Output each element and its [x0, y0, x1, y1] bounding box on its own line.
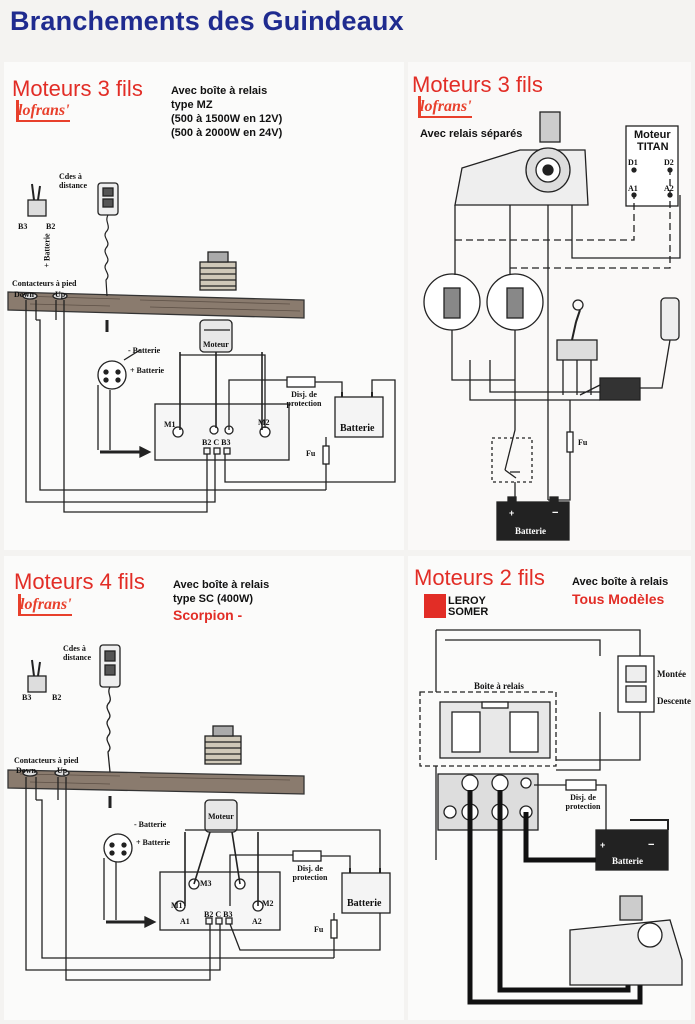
- breaker-label: Disj. de protection: [292, 864, 328, 882]
- panel-subtitle: type MZ: [171, 99, 213, 111]
- motor-label: Moteur: [208, 812, 234, 821]
- b3-label: B3: [18, 222, 28, 231]
- terminals-label: B2 C B3: [202, 438, 231, 447]
- foot-switch-label: Contacteurs à pied: [14, 756, 79, 765]
- b2-label: B2: [46, 222, 56, 231]
- svg-text:−: −: [552, 507, 558, 519]
- b2-label: B2: [52, 693, 62, 702]
- panel-subtitle: Avec boîte à relais: [572, 576, 669, 588]
- a2-label: A2: [664, 184, 674, 193]
- svg-text:−: −: [648, 839, 654, 851]
- up-label: Up: [55, 290, 66, 299]
- panel-heading: Moteurs 2 fils: [414, 565, 545, 590]
- panel-subtitle: Avec boîte à relais: [173, 579, 270, 591]
- panel-subtitle: (500 à 2000W en 24V): [171, 127, 283, 139]
- up-switch-label: Montée: [657, 669, 686, 679]
- breaker-label: Disj. de protection: [565, 793, 601, 811]
- battery-label: Batterie: [612, 856, 643, 866]
- d2-label: D2: [664, 158, 674, 167]
- panel-subtitle: Avec relais séparés: [420, 128, 523, 140]
- m2-label: M2: [258, 418, 270, 427]
- terminals-label: B2 C B3: [204, 910, 233, 919]
- lofrans-logo: lofrans': [418, 96, 472, 118]
- svg-text:+: +: [509, 508, 514, 518]
- down-label: Down: [14, 290, 35, 299]
- relay-box-label: Boite à relais: [474, 681, 524, 691]
- svg-text:+: +: [600, 840, 605, 850]
- lofrans-logo: lofrans': [18, 594, 72, 616]
- fuse-label: Fu: [306, 449, 316, 458]
- a1-label: A1: [180, 917, 190, 926]
- m1-label: M1: [164, 420, 176, 429]
- battery-label: Batterie: [340, 423, 375, 434]
- titan-motor-label: Moteur: [634, 129, 671, 141]
- m3-label: M3: [200, 879, 212, 888]
- remote-label: Cdes à distance: [59, 172, 87, 190]
- plus-battery-label: + Batterie: [130, 366, 165, 375]
- motor-label: Moteur: [203, 340, 229, 349]
- panel-heading: Moteurs 3 fils: [12, 76, 143, 101]
- battery-label: Batterie: [515, 526, 546, 536]
- breaker-label: Disj. de protection: [286, 390, 322, 408]
- lofrans-logo: lofrans': [16, 100, 70, 122]
- m1-label: M1: [171, 901, 183, 910]
- m2-label: M2: [262, 899, 274, 908]
- a1-label: A1: [628, 184, 638, 193]
- down-label: Down: [16, 766, 37, 775]
- foot-switch-label: Contacteurs à pied: [12, 279, 77, 288]
- panel-heading: Moteurs 3 fils: [412, 72, 543, 97]
- battery-label: Batterie: [347, 898, 382, 909]
- b3-label: B3: [22, 693, 32, 702]
- panel-subtitle: type SC (400W): [173, 593, 254, 605]
- remote-label: Cdes à distance: [63, 644, 91, 662]
- minus-battery-label: - Batterie: [134, 820, 167, 829]
- down-switch-label: Descente: [657, 696, 691, 706]
- d1-label: D1: [628, 158, 638, 167]
- panel-subtitle: Avec boîte à relais: [171, 85, 268, 97]
- titan-motor-label-2: TITAN: [637, 141, 669, 153]
- minus-battery-label: - Batterie: [128, 346, 161, 355]
- fuse-label: Fu: [578, 438, 588, 447]
- model-name: Scorpion -: [173, 607, 243, 623]
- plus-battery-label: + Batterie: [136, 838, 171, 847]
- up-label: Up: [57, 766, 68, 775]
- panel-heading: Moteurs 4 fils: [14, 569, 145, 594]
- a2-label: A2: [252, 917, 262, 926]
- fuse-label: Fu: [314, 925, 324, 934]
- model-name: Tous Modèles: [572, 591, 665, 607]
- panel-subtitle: (500 à 1500W en 12V): [171, 113, 283, 125]
- page-title: Branchements des Guindeaux: [10, 6, 404, 36]
